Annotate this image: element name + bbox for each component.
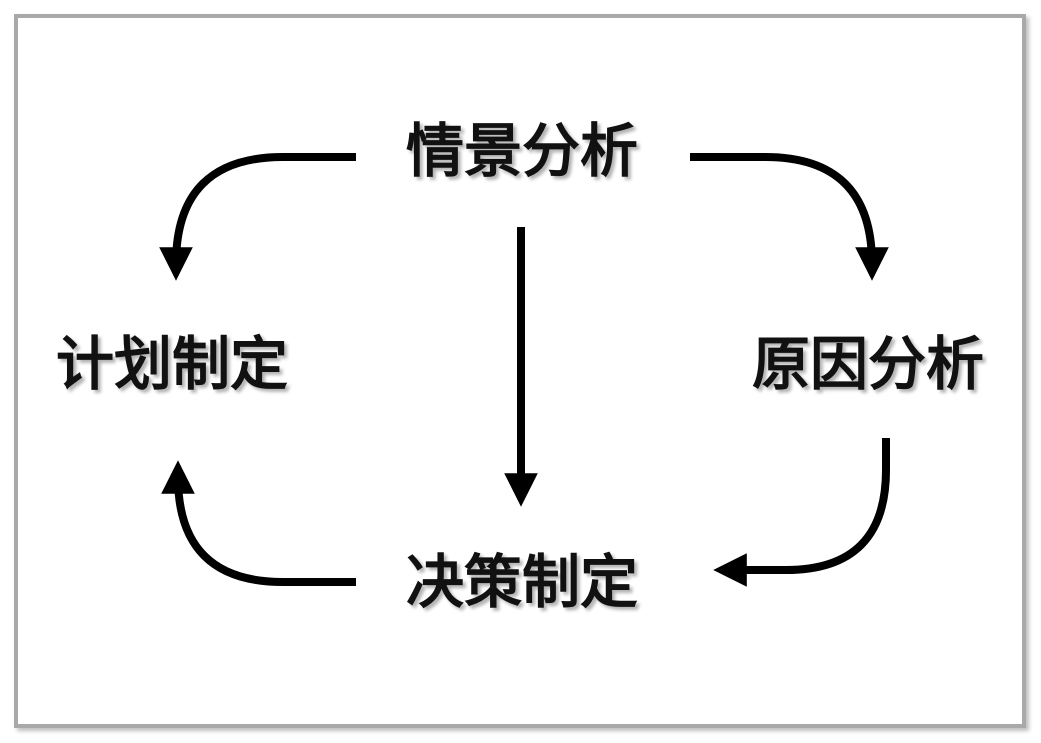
arrow-top-to-right — [690, 153, 889, 281]
arrow-right-to-bottom — [713, 438, 890, 587]
node-situation-analysis: 情景分析 — [406, 117, 639, 185]
node-plan-making: 计划制定 — [56, 330, 289, 398]
arrow-bottom-to-left — [161, 460, 356, 586]
arrow-top-to-left — [159, 153, 356, 281]
node-cause-analysis: 原因分析 — [752, 330, 985, 398]
node-decision-making: 决策制定 — [406, 548, 639, 616]
